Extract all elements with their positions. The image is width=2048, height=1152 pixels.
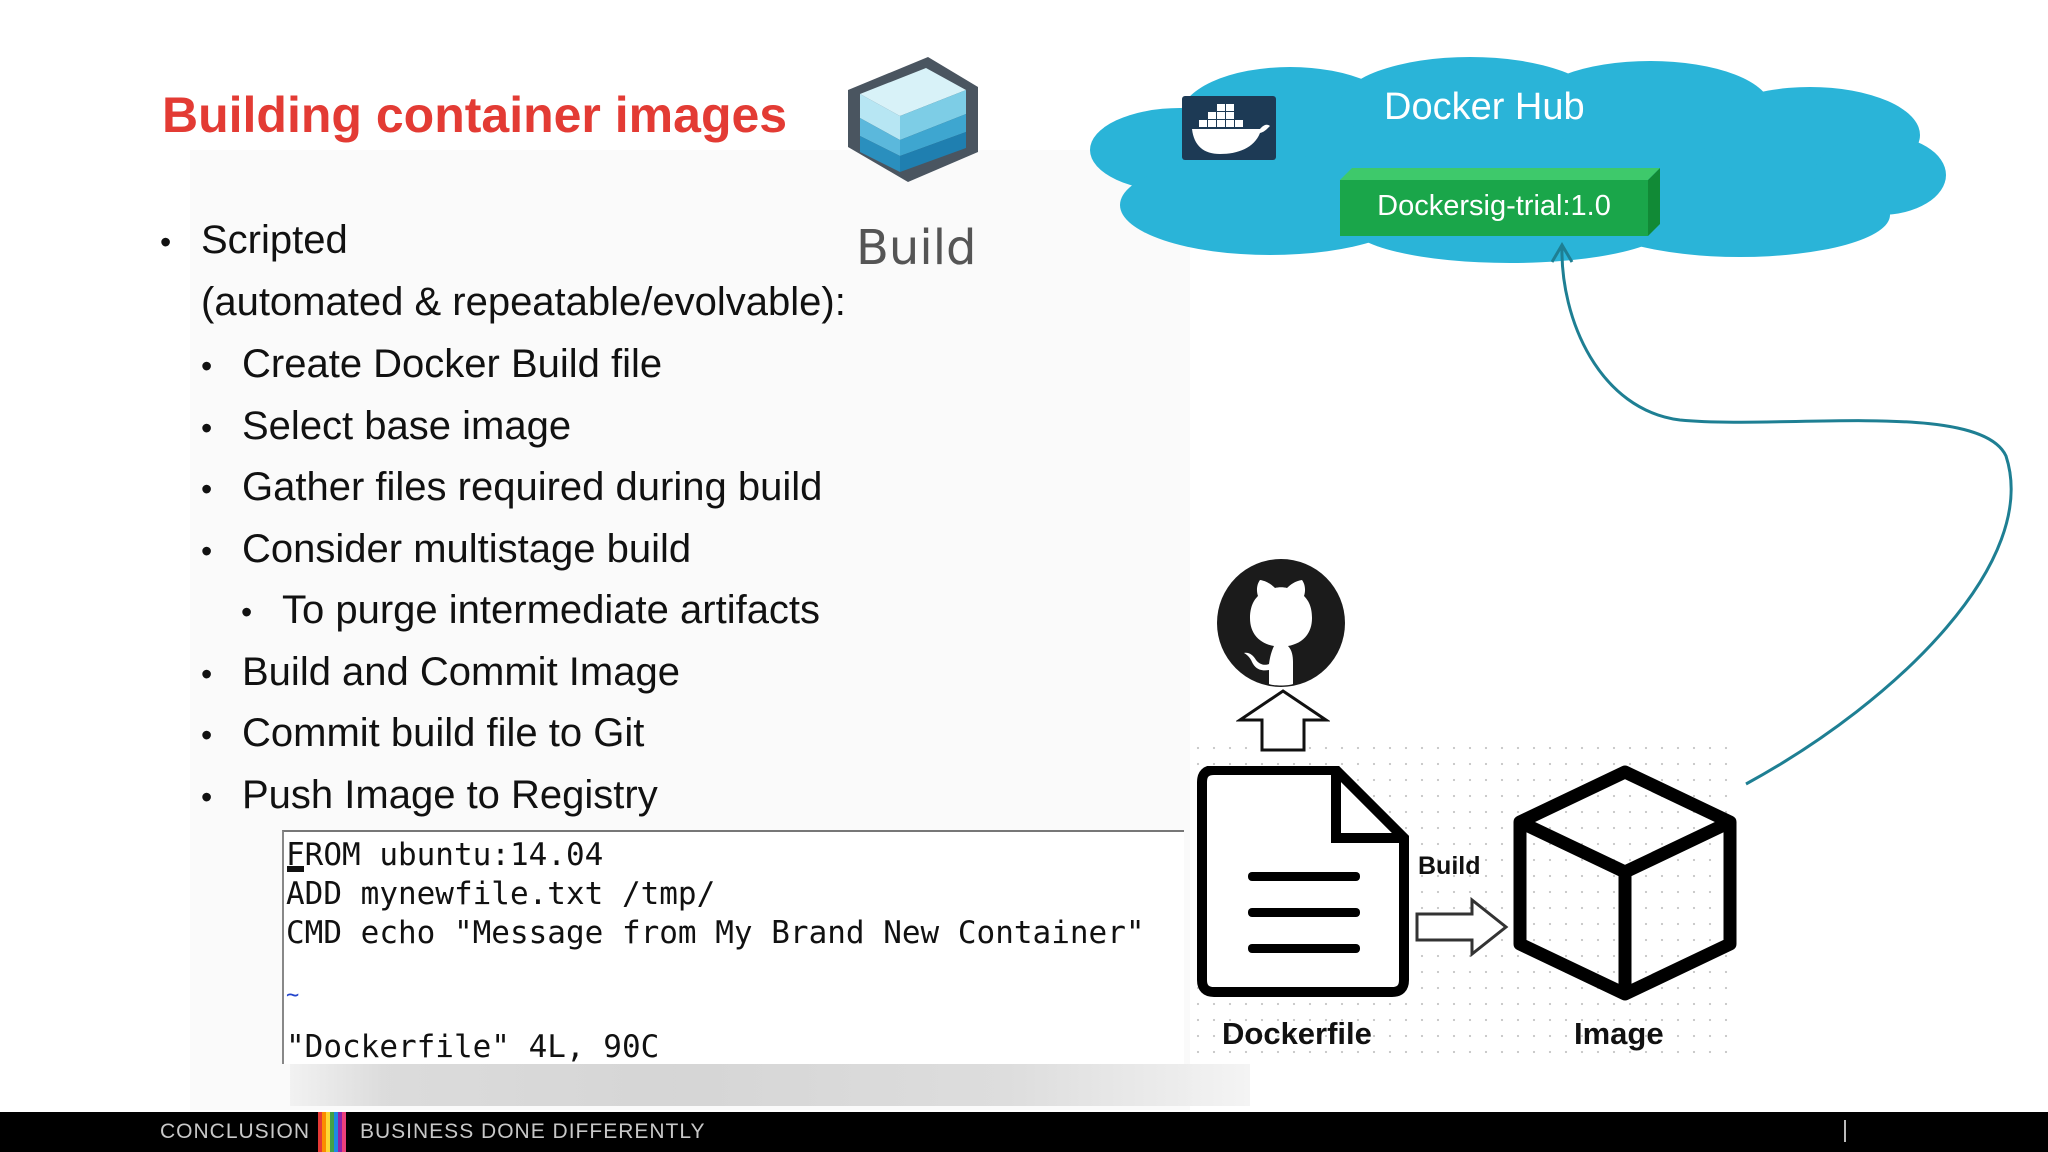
bullet-item: Gather files required during build [242,465,823,509]
bullet-marker: • [241,594,253,630]
image-tag-box [1340,168,1660,236]
docker-whale-icon [1182,96,1276,160]
blurred-region [290,1064,1250,1106]
dockerfile-label: Dockerfile [1222,1016,1372,1051]
footer-bar: CONCLUSION BUSINESS DONE DIFFERENTLY [0,1112,2048,1152]
bullet-item: Scripted [201,218,348,262]
document-icon [1197,766,1409,997]
image-tag-label: Dockersig-trial:1.0 [1377,190,1611,222]
footer-section-label: CONCLUSION [160,1120,311,1143]
code-line: ADD mynewfile.txt /tmp/ [286,876,716,912]
bullet-marker: • [201,717,213,753]
slide-title: Building container images [162,87,788,143]
github-icon [1217,559,1345,687]
footer-tagline: BUSINESS DONE DIFFERENTLY [360,1120,706,1143]
bullet-marker: • [201,348,213,384]
right-arrow-icon [1415,896,1509,958]
bullet-item: Create Docker Build file [242,342,663,386]
bullet-item: Consider multistage build [242,527,692,571]
code-line: CMD echo "Message from My Brand New Cont… [286,915,1145,951]
dockerfile-code-block: FROM ubuntu:14.04 ADD mynewfile.txt /tmp… [282,830,1184,1065]
build-icon-caption: Build [856,220,977,276]
bullet-item: Select base image [242,404,572,448]
editor-status-line: "Dockerfile" 4L, 90C [286,1029,660,1065]
up-arrow-icon [1236,689,1330,752]
footer-end-marker [1844,1120,1846,1142]
bullet-item: Push Image to Registry [242,773,658,817]
image-label: Image [1574,1016,1664,1051]
bullet-item-continuation: (automated & repeatable/evolvable): [201,280,846,324]
bullet-marker: • [201,533,213,569]
editor-tilde: ~ [286,983,300,1008]
bullet-marker: • [201,471,213,507]
bullet-item: Commit build file to Git [242,711,645,755]
bullet-marker: • [201,656,213,692]
build-arrow-label: Build [1418,852,1481,880]
code-line: FROM ubuntu:14.04 [286,837,604,873]
bullet-item: Build and Commit Image [242,650,680,694]
bullet-marker: • [160,224,172,260]
bullet-marker: • [201,779,213,815]
cube-icon [1513,765,1737,1001]
bullet-subitem: To purge intermediate artifacts [282,588,821,632]
editor-cursor [287,866,304,872]
bullet-marker: • [201,410,213,446]
rainbow-divider-icon [318,1112,346,1152]
build-cube-icon [848,57,978,182]
docker-hub-title: Docker Hub [1384,86,1585,128]
